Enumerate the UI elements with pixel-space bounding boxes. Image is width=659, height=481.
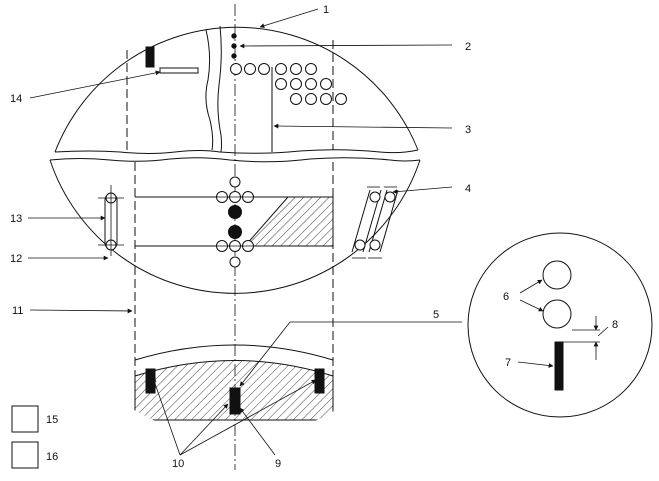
black-block-right <box>314 368 325 394</box>
callout-2: 2 <box>465 41 471 53</box>
callout-15: 15 <box>46 414 58 426</box>
upper-cap-outline <box>54 26 419 153</box>
left-slot <box>98 185 124 256</box>
legend-box-16 <box>11 441 39 469</box>
callout-14: 14 <box>10 93 22 105</box>
right-slanted-slots <box>351 186 399 259</box>
hole-cross-top <box>210 176 260 203</box>
callout-13: 13 <box>10 213 22 225</box>
callout-1: 1 <box>323 4 329 16</box>
callout-4: 4 <box>465 183 471 195</box>
black-block-14 <box>145 46 155 68</box>
lower-break-line <box>49 157 421 163</box>
small-dot <box>231 53 237 59</box>
callout-16: 16 <box>46 451 58 463</box>
callout-3: 3 <box>465 124 471 136</box>
hole-cross-bottom <box>210 240 260 268</box>
main-circle-view <box>49 4 421 470</box>
legend-box-15 <box>11 405 39 433</box>
hole-pattern <box>230 63 347 105</box>
detail-circle-view <box>467 232 653 418</box>
solid-dot-upper <box>228 205 242 219</box>
detail-hole-upper <box>542 260 572 290</box>
solid-dot-lower <box>228 225 242 239</box>
top-crack-inner <box>217 25 222 153</box>
slot-14 <box>159 67 199 74</box>
small-dot <box>231 43 237 49</box>
callout-8: 8 <box>612 319 618 331</box>
detail-hole-lower <box>542 299 572 329</box>
callout-11: 11 <box>12 305 23 317</box>
callout-labels: 1 2 3 4 5 6 7 8 9 10 11 12 13 14 15 16 <box>10 4 618 470</box>
leader-lines <box>28 8 609 456</box>
small-dot <box>231 33 237 39</box>
black-block-center <box>229 387 241 415</box>
callout-9: 9 <box>275 458 281 470</box>
callout-12: 12 <box>10 253 22 265</box>
callout-10: 10 <box>172 458 184 470</box>
detail-bar-7 <box>554 341 564 391</box>
callout-7: 7 <box>505 357 511 369</box>
upper-break-line <box>54 149 419 154</box>
callout-5: 5 <box>433 309 439 321</box>
callout-6: 6 <box>503 291 509 303</box>
top-crack <box>205 29 214 151</box>
bottom-inner-arc <box>134 344 334 361</box>
hatched-region <box>243 196 334 247</box>
